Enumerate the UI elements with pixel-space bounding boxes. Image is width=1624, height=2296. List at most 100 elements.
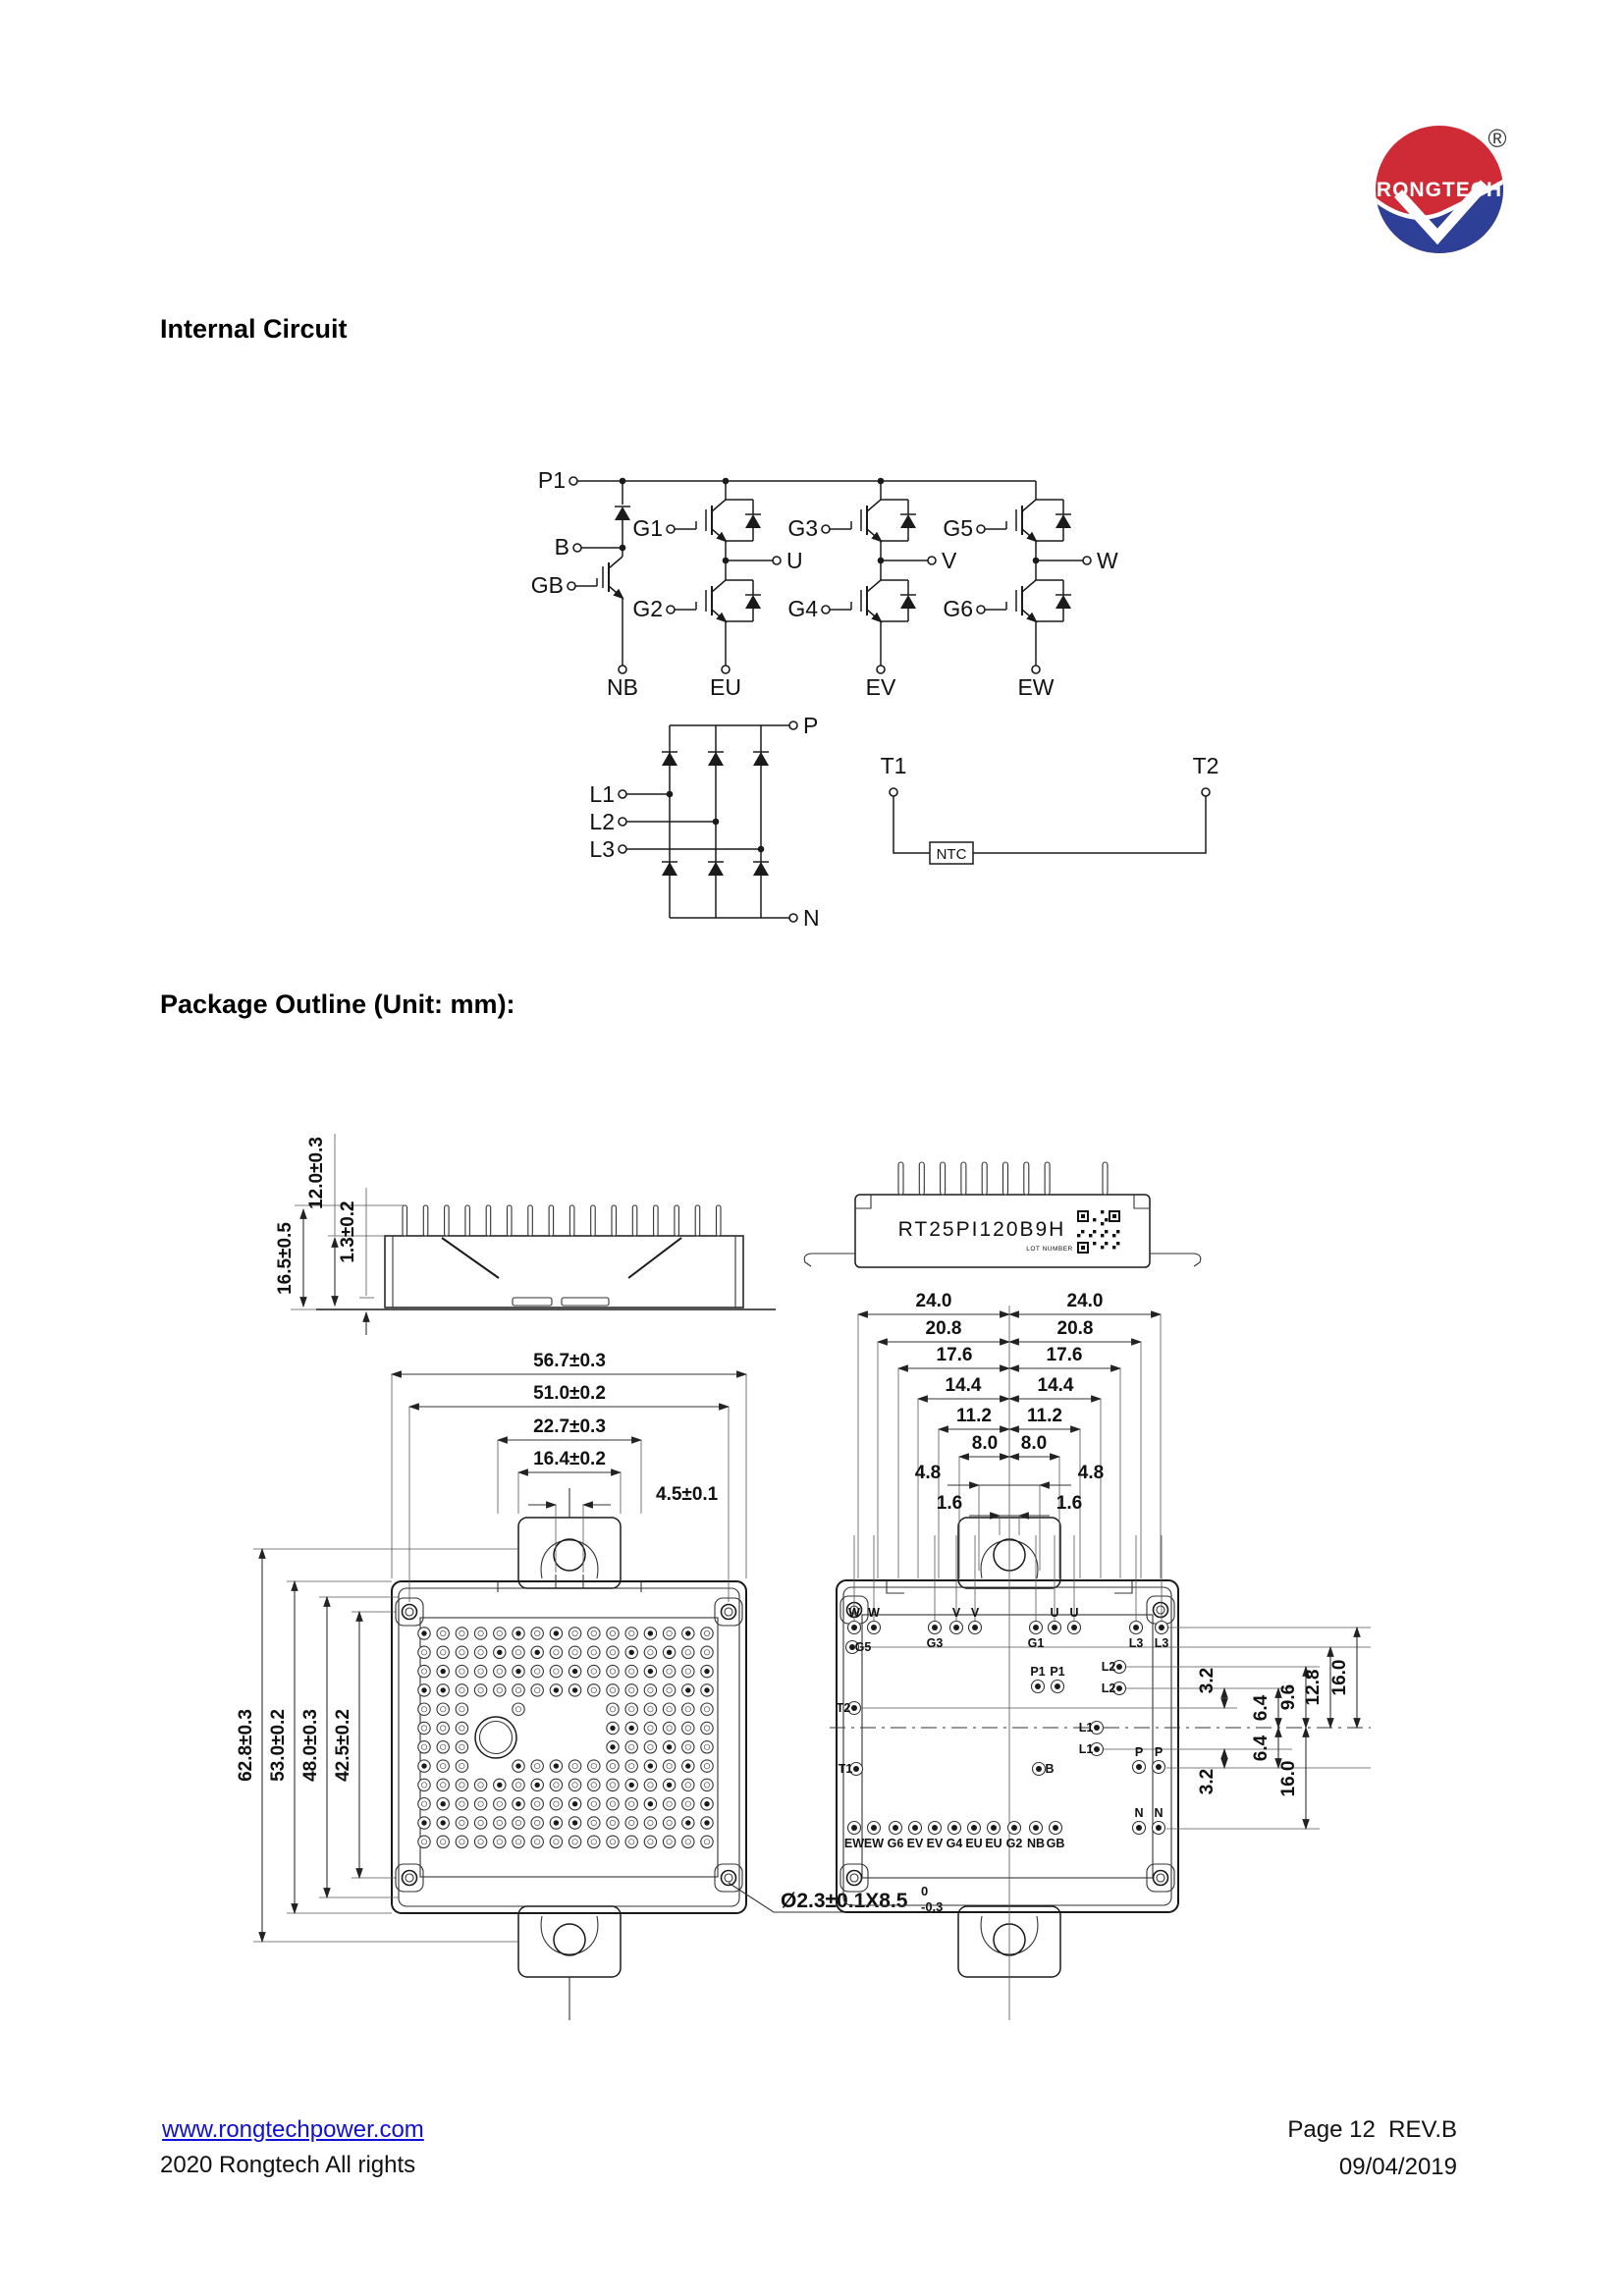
rectifier-bridge: P N L1 L2 L3 xyxy=(589,713,819,931)
svg-text:6.4: 6.4 xyxy=(1251,1694,1272,1721)
w-label: W xyxy=(1097,548,1118,573)
svg-text:12.8: 12.8 xyxy=(1303,1670,1324,1706)
svg-text:P: P xyxy=(1135,1745,1143,1759)
g6-label: G6 xyxy=(943,596,973,621)
qr-code xyxy=(1077,1210,1120,1254)
right-view-side-dims: 3.2 6.4 6.4 9.6 12.8 16.0 3.2 16.0 xyxy=(860,1626,1371,1831)
dim-standoff: 1.3±0.2 xyxy=(338,1201,358,1262)
svg-text:V: V xyxy=(971,1606,980,1620)
part-number-label: RT25PI120B9H xyxy=(898,1218,1066,1241)
front-view: RT25PI120B9H LOT NUMBER xyxy=(803,1161,1202,1268)
svg-text:L1: L1 xyxy=(1079,1742,1094,1756)
svg-text:14.4: 14.4 xyxy=(946,1375,982,1396)
package-outline-drawing: 16.5±0.5 12.0±0.3 1.3±0.2 RT25PI120B9H L… xyxy=(236,1134,1371,2020)
svg-text:14.4: 14.4 xyxy=(1038,1375,1074,1396)
ew-label: EW xyxy=(1017,674,1054,700)
lot-number-label: LOT NUMBER xyxy=(1026,1246,1073,1253)
website-link[interactable]: www.rongtechpower.com xyxy=(162,2116,424,2143)
logo-brand-text: RONGTECH xyxy=(1377,179,1502,201)
bottom-view-left: 56.7±0.3 51.0±0.2 22.7±0.3 16.4±0.2 4.5±… xyxy=(236,1351,997,2020)
svg-text:17.6: 17.6 xyxy=(937,1345,973,1365)
svg-text:V: V xyxy=(952,1606,961,1620)
svg-text:56.7±0.3: 56.7±0.3 xyxy=(533,1351,606,1371)
p1-label: P1 xyxy=(538,467,566,493)
svg-text:20.8: 20.8 xyxy=(926,1318,962,1339)
svg-text:W: W xyxy=(868,1606,880,1620)
footer-url: www.rongtechpower.com xyxy=(162,2116,424,2144)
g1-label: G1 xyxy=(632,515,663,541)
g3-label: G3 xyxy=(787,515,818,541)
svg-text:L2: L2 xyxy=(1102,1660,1116,1674)
ntc-label: NTC xyxy=(937,846,967,863)
package-outline-heading: Package Outline (Unit: mm): xyxy=(160,989,515,1019)
svg-text:W: W xyxy=(848,1606,860,1620)
svg-text:1.6: 1.6 xyxy=(1056,1493,1082,1514)
svg-text:P: P xyxy=(1155,1745,1163,1759)
p1-rail: P1 xyxy=(538,467,1036,493)
svg-text:16.4±0.2: 16.4±0.2 xyxy=(533,1449,606,1469)
v-label: V xyxy=(942,548,957,573)
svg-text:EW: EW xyxy=(864,1837,884,1850)
side-view-pins xyxy=(402,1204,722,1237)
p-label: P xyxy=(803,713,818,738)
nb-label: NB xyxy=(607,674,638,700)
rectifier-ntc-diagram: P N L1 L2 L3 T1 T2 NTC xyxy=(589,713,1219,931)
svg-text:NB: NB xyxy=(1027,1837,1045,1850)
svg-text:U: U xyxy=(1050,1606,1058,1620)
g5-label: G5 xyxy=(943,515,973,541)
pin-grid xyxy=(417,1627,714,1849)
svg-text:B: B xyxy=(1045,1762,1054,1776)
dim-total-height: 16.5±0.5 xyxy=(275,1222,296,1295)
left-view-side-dims: 62.8±0.3 53.0±0.2 48.0±0.3 42.5±0.2 xyxy=(236,1547,518,1944)
registered-mark-icon: ® xyxy=(1488,124,1506,153)
l2-label: L2 xyxy=(589,809,615,834)
half-bridge-legs xyxy=(666,481,1092,674)
n-label: N xyxy=(803,905,820,931)
side-view: 16.5±0.5 12.0±0.3 1.3±0.2 xyxy=(275,1134,776,1335)
svg-text:EW: EW xyxy=(844,1837,864,1850)
u-label: U xyxy=(786,548,803,573)
svg-text:L3: L3 xyxy=(1155,1636,1169,1650)
brake-chopper: B GB NB xyxy=(531,481,638,700)
svg-text:GB: GB xyxy=(1047,1837,1065,1850)
svg-text:EV: EV xyxy=(927,1837,944,1850)
svg-text:22.7±0.3: 22.7±0.3 xyxy=(533,1416,606,1437)
svg-text:8.0: 8.0 xyxy=(1021,1433,1047,1454)
svg-text:P1: P1 xyxy=(1050,1665,1064,1679)
svg-text:G2: G2 xyxy=(1006,1837,1023,1850)
svg-text:24.0: 24.0 xyxy=(916,1291,952,1311)
svg-text:48.0±0.3: 48.0±0.3 xyxy=(300,1709,321,1782)
front-view-pins xyxy=(897,1161,1109,1196)
svg-text:U: U xyxy=(1069,1606,1078,1620)
internal-circuit-heading: Internal Circuit xyxy=(160,314,348,344)
t2-label: T2 xyxy=(1193,753,1219,778)
gb-label: GB xyxy=(531,572,564,598)
svg-text:3.2: 3.2 xyxy=(1197,1668,1218,1693)
svg-text:1.6: 1.6 xyxy=(937,1493,962,1514)
mounting-holes xyxy=(395,1597,743,1893)
svg-text:53.0±0.2: 53.0±0.2 xyxy=(268,1709,289,1782)
svg-text:G5: G5 xyxy=(855,1640,872,1654)
ev-label: EV xyxy=(866,674,896,700)
inverter-circuit-diagram: P1 B GB NB G1 G3 xyxy=(531,467,1118,700)
svg-text:L1: L1 xyxy=(1079,1721,1094,1735)
svg-text:11.2: 11.2 xyxy=(1027,1406,1062,1426)
svg-text:17.6: 17.6 xyxy=(1047,1345,1083,1365)
svg-text:EV: EV xyxy=(907,1837,924,1850)
footer-date: 09/04/2019 xyxy=(1338,2154,1457,2180)
logo-wave xyxy=(1376,178,1503,253)
footer-page: Page 12 REV.B xyxy=(1287,2116,1457,2143)
b-label: B xyxy=(555,534,569,560)
ntc-thermistor: T1 T2 NTC xyxy=(881,753,1219,865)
svg-text:51.0±0.2: 51.0±0.2 xyxy=(533,1383,606,1404)
left-view-top-dims: 56.7±0.3 51.0±0.2 22.7±0.3 16.4±0.2 4.5±… xyxy=(390,1351,748,1602)
svg-text:4.5±0.1: 4.5±0.1 xyxy=(656,1484,719,1505)
l1-label: L1 xyxy=(589,781,615,807)
svg-text:6.4: 6.4 xyxy=(1251,1735,1272,1761)
svg-text:16.0: 16.0 xyxy=(1329,1660,1350,1696)
svg-text:G4: G4 xyxy=(947,1837,963,1850)
dim-pin-height: 12.0±0.3 xyxy=(306,1137,327,1209)
l3-label: L3 xyxy=(589,836,615,862)
